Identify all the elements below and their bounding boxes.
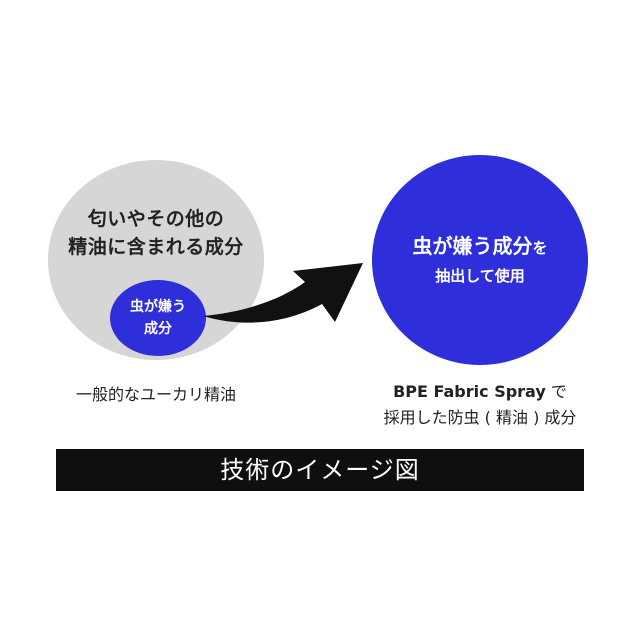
extraction-arrow-icon (203, 263, 363, 323)
arrow-shape (203, 263, 363, 323)
repellent-component-circle: 虫が嫌う 成分 (110, 280, 206, 356)
repellent-component-line2: 成分 (144, 321, 172, 337)
caption-bpe-spray: BPE Fabric Spray で 採用した防虫 ( 精油 ) 成分 (340, 379, 620, 431)
caption-eucalyptus-oil: 一般的なユーカリ精油 (75, 385, 236, 404)
extracted-component-line2: 抽出して使用 (435, 267, 525, 285)
extracted-component-circle: 虫が嫌う成分を 抽出して使用 (372, 155, 588, 365)
repellent-component-line1: 虫が嫌う (130, 299, 186, 315)
extracted-component-main: 虫が嫌う成分 (412, 234, 533, 258)
technology-banner: 技術のイメージ図 (56, 449, 584, 491)
essential-oil-label-line1: 匂いやその他の (87, 208, 225, 230)
caption-bpe-line2: 採用した防虫 ( 精油 ) 成分 (383, 408, 577, 427)
extracted-component-line1: 虫が嫌う成分を (412, 231, 547, 263)
caption-bpe-line1: BPE Fabric Spray で (340, 379, 620, 405)
essential-oil-label-line2: 精油に含まれる成分 (68, 236, 244, 258)
essential-oil-label: 匂いやその他の 精油に含まれる成分 (48, 205, 264, 261)
caption-bpe-suffix: で (545, 382, 567, 401)
extracted-component-suffix: を (532, 239, 548, 257)
brand-name: BPE Fabric Spray (393, 382, 546, 401)
